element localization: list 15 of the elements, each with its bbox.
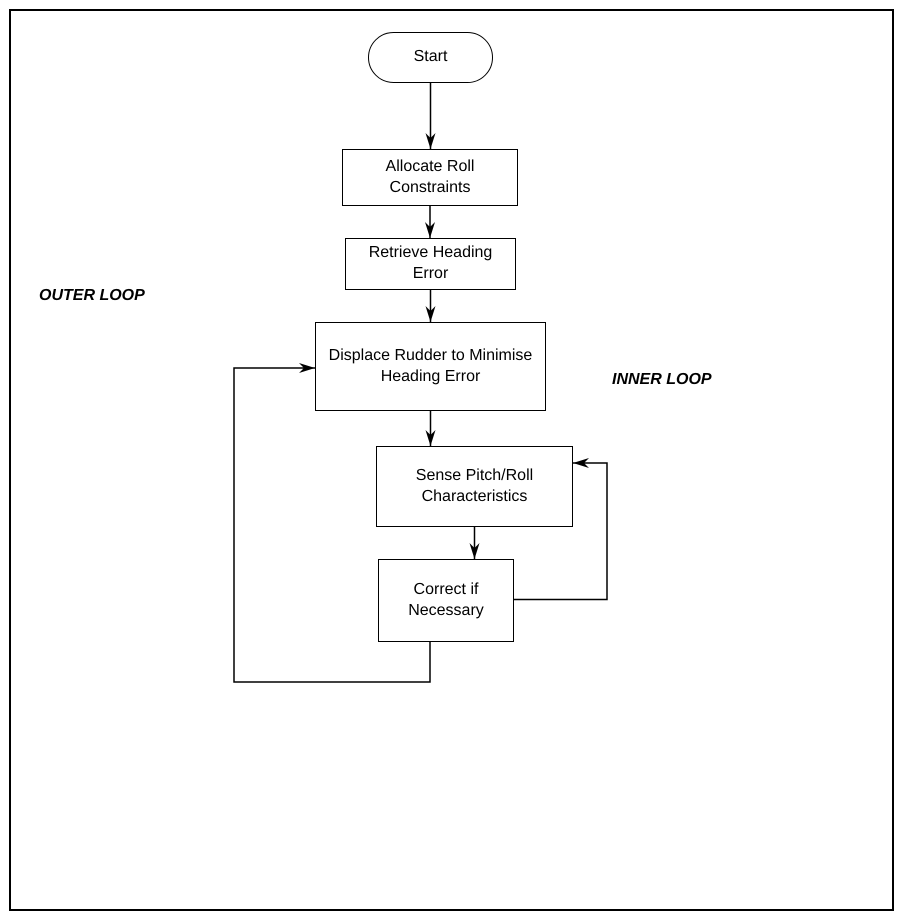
process-box: Allocate Roll Constraints	[342, 149, 518, 206]
loop-label: OUTER LOOP	[39, 287, 145, 305]
terminal-shape: Start	[368, 32, 493, 83]
process-box: Correct if Necessary	[378, 559, 514, 642]
arrow	[233, 363, 431, 683]
loop-label: INNER LOOP	[612, 371, 712, 389]
arrow	[514, 458, 608, 600]
arrow	[426, 290, 436, 322]
arrow	[470, 527, 480, 559]
arrow	[426, 411, 436, 446]
arrow	[425, 206, 435, 238]
arrow	[426, 83, 436, 149]
process-box: Retrieve Heading Error	[345, 238, 516, 290]
process-box: Displace Rudder to Minimise Heading Error	[315, 322, 546, 411]
process-box: Sense Pitch/Roll Characteristics	[376, 446, 573, 527]
